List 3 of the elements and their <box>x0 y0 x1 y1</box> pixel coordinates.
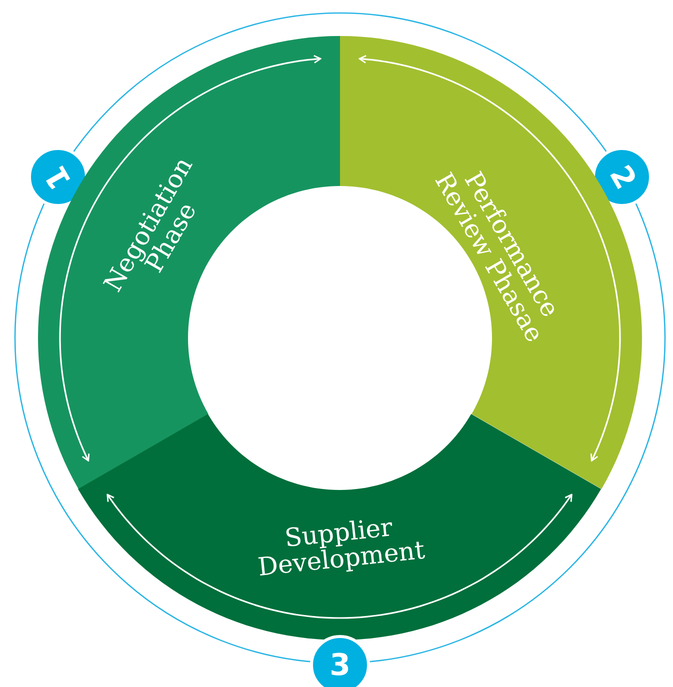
number-badge: 1 <box>28 147 88 207</box>
phase-label: Supplier Development <box>256 512 428 583</box>
number-badge: 3 <box>310 635 370 687</box>
